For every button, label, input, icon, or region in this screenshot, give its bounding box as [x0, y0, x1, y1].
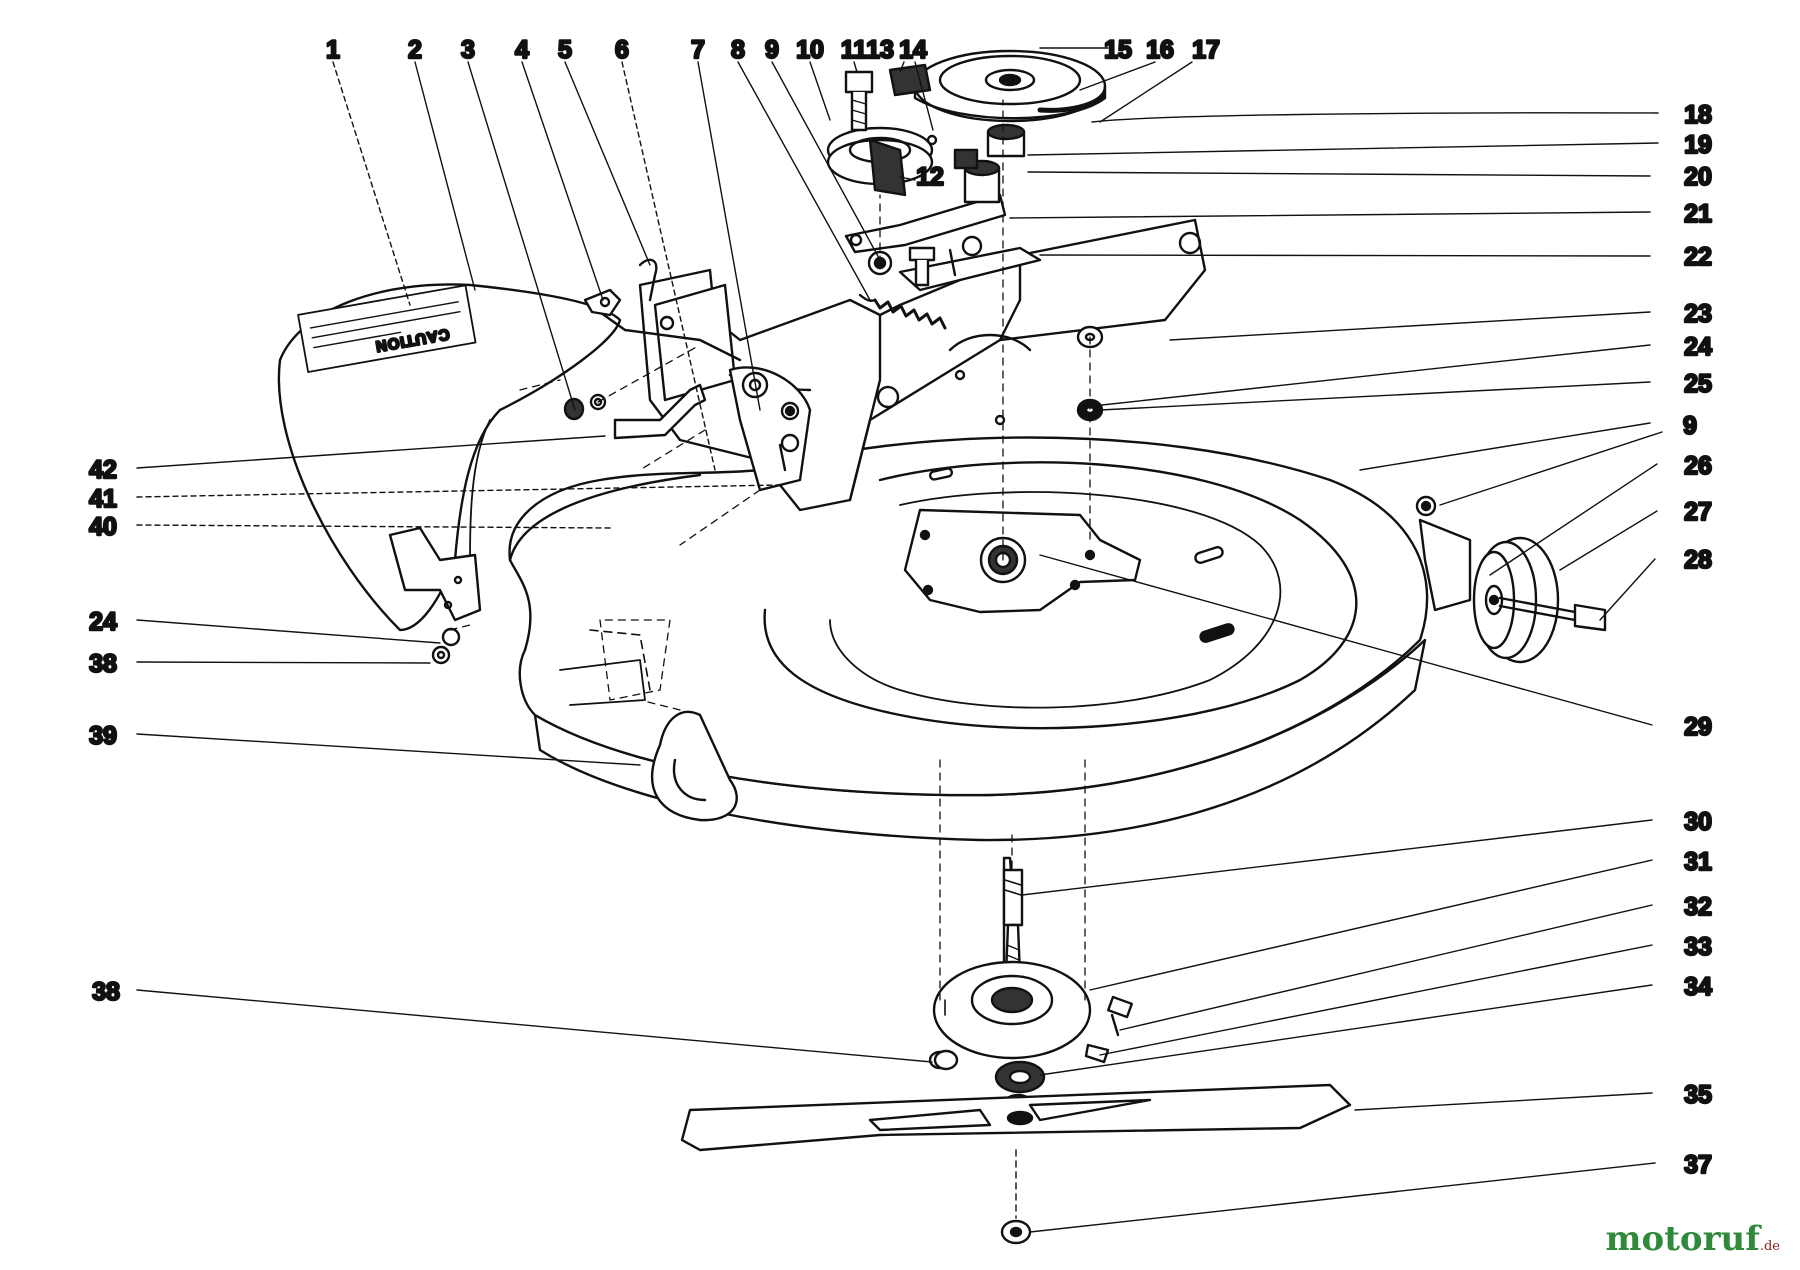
callout-39: 39 — [89, 722, 117, 750]
mower-deck — [508, 436, 1472, 842]
callout-8: 8 — [731, 36, 745, 64]
callout-4: 4 — [515, 36, 529, 64]
callout-25: 25 — [1684, 370, 1712, 398]
callout-34: 34 — [1684, 973, 1712, 1001]
watermark-brand: motoruf — [1605, 1219, 1760, 1259]
callout-28: 28 — [1684, 546, 1712, 574]
hex-nut-lower — [933, 1049, 959, 1071]
wing-nut — [583, 288, 622, 317]
leader-lines — [136, 47, 1663, 1233]
tension-spring — [858, 293, 947, 330]
callout-31: 31 — [1684, 848, 1712, 876]
callout-41: 41 — [89, 485, 117, 513]
callout-19: 19 — [1684, 131, 1712, 159]
mower-blade — [680, 1083, 1352, 1152]
callout-42: 42 — [89, 456, 117, 484]
callout-11: 11 — [841, 36, 868, 64]
callout-15: 15 — [1104, 36, 1132, 64]
callout-9: 9 — [765, 36, 779, 64]
callout-12: 12 — [916, 163, 944, 191]
hinge-bracket — [388, 526, 482, 665]
callout-22: 22 — [1684, 243, 1712, 271]
callout-33: 33 — [1684, 933, 1712, 961]
callout-23: 23 — [1684, 300, 1712, 328]
callout-38-left: 38 — [89, 650, 117, 678]
callout-17: 17 — [1192, 36, 1220, 64]
callout-20: 20 — [1684, 163, 1712, 191]
carriage-bolt — [908, 246, 936, 287]
cotter-pin — [638, 258, 658, 302]
callout-3: 3 — [461, 36, 475, 64]
callout-21: 21 — [1684, 200, 1712, 228]
callout-14: 14 — [899, 36, 927, 64]
idler-arm — [844, 148, 1007, 254]
rear-cover: CAUTION — [277, 283, 622, 632]
callout-24-right: 24 — [1684, 333, 1712, 361]
watermark-tld: .de — [1759, 1239, 1780, 1254]
blade-nut — [1000, 1149, 1032, 1245]
callout-35: 35 — [1684, 1081, 1712, 1109]
callout-37: 37 — [1684, 1151, 1712, 1179]
center-washers — [1076, 325, 1104, 422]
callout-10: 10 — [796, 36, 824, 64]
callout-18: 18 — [1684, 101, 1712, 129]
callout-2: 2 — [408, 36, 422, 64]
bottom-title-cut — [560, 1256, 1260, 1270]
callout-9-right: 9 — [1683, 412, 1697, 440]
callout-5: 5 — [558, 36, 572, 64]
front-wheel — [1472, 536, 1607, 664]
hex-nut-right — [1415, 495, 1437, 517]
callout-40: 40 — [89, 513, 117, 541]
callout-30: 30 — [1684, 808, 1712, 836]
height-bracket — [728, 366, 812, 492]
callout-29: 29 — [1684, 713, 1712, 741]
watermark-logo: motoruf.de — [1606, 1222, 1780, 1256]
callout-32: 32 — [1684, 893, 1712, 921]
callout-38-lower: 38 — [92, 978, 120, 1006]
callout-13: 13 — [866, 36, 894, 64]
callout-numbers: 1 2 3 4 5 6 7 8 9 10 11 13 14 15 16 17 1… — [88, 35, 1713, 1180]
callout-1: 1 — [326, 36, 340, 64]
callout-26: 26 — [1684, 452, 1712, 480]
callout-27: 27 — [1684, 498, 1712, 526]
callout-24-left: 24 — [89, 608, 117, 636]
callout-6: 6 — [615, 36, 629, 64]
blade-adapter — [932, 960, 1092, 1060]
engine-pulley — [913, 49, 1107, 158]
mount-bracket — [898, 235, 1042, 292]
idler-pulley — [826, 70, 934, 197]
callout-7: 7 — [691, 36, 705, 64]
callout-16: 16 — [1146, 36, 1174, 64]
assembly-lines — [449, 99, 1091, 1001]
